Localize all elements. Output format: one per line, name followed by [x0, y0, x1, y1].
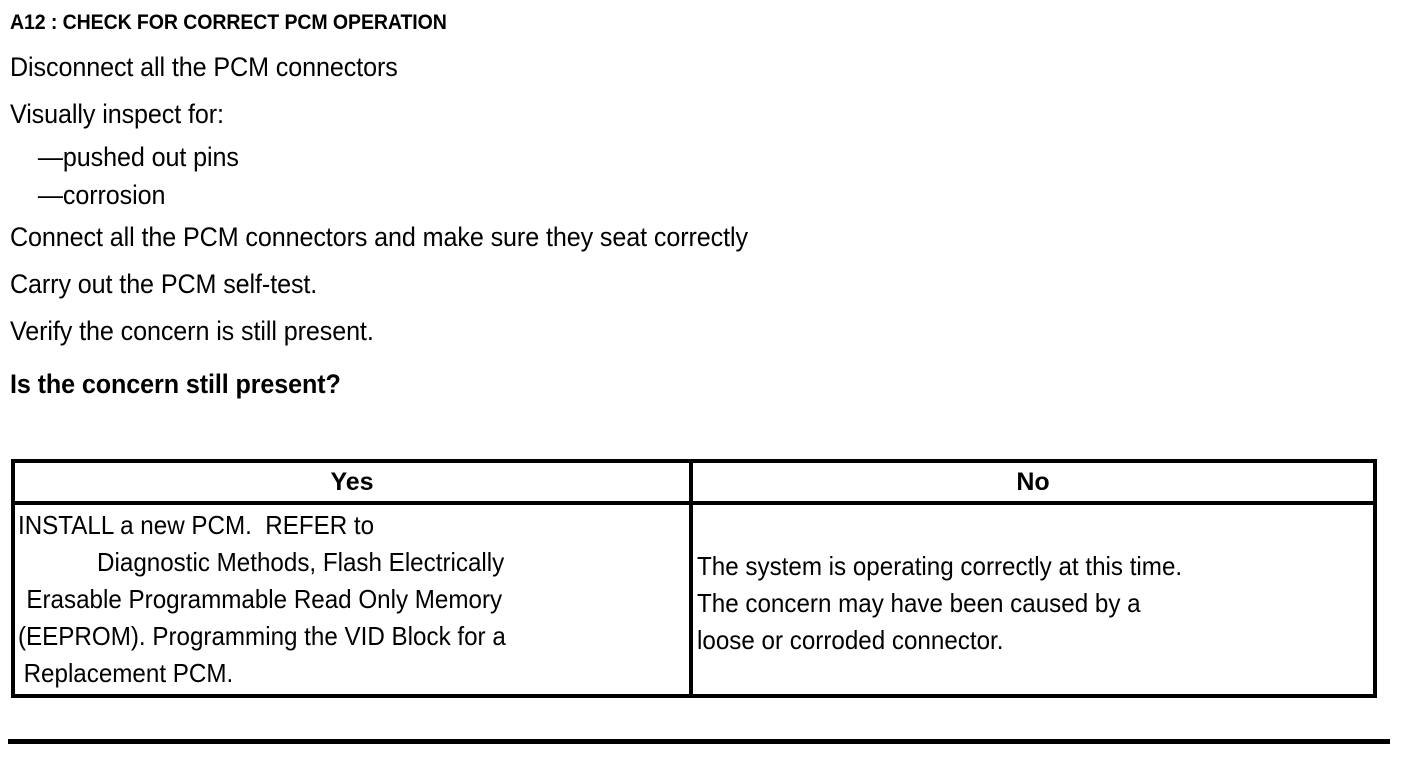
yes-cell-line-4: (EEPROM). Programming the VID Block for … — [18, 621, 506, 651]
instruction-line-4: Carry out the PCM self-test. — [10, 269, 318, 299]
table-header-row: Yes No — [15, 463, 1373, 505]
decision-question: Is the concern still present? — [10, 369, 341, 399]
no-cell-line-3: loose or corroded connector. — [697, 625, 1004, 655]
inspect-item-corrosion: —corrosion — [37, 180, 166, 210]
no-cell-line-2: The concern may have been caused by a — [697, 588, 1141, 618]
table-header-yes: Yes — [15, 463, 693, 501]
instruction-line-2: Visually inspect for: — [10, 99, 224, 129]
procedure-text-block: A12 : CHECK FOR CORRECT PCM OPERATION Di… — [10, 8, 1400, 408]
table-cell-yes: INSTALL a new PCM. REFER to Diagnostic M… — [15, 505, 693, 694]
decision-table: Yes No INSTALL a new PCM. REFER to Diagn… — [11, 459, 1377, 698]
inspect-item-pushed-out-pins: —pushed out pins — [37, 142, 239, 172]
yes-cell-line-3: Erasable Programmable Read Only Memory — [26, 584, 503, 614]
instruction-line-3: Connect all the PCM connectors and make … — [10, 222, 748, 252]
no-cell-line-1: The system is operating correctly at thi… — [697, 551, 1183, 581]
footer-divider-rule — [8, 739, 1390, 744]
instruction-line-5: Verify the concern is still present. — [10, 316, 374, 346]
page-title: A12 : CHECK FOR CORRECT PCM OPERATION — [10, 11, 447, 34]
yes-cell-line-2: Diagnostic Methods, Flash Electrically — [97, 547, 505, 577]
yes-cell-line-5: Replacement PCM. — [23, 658, 234, 688]
table-row: INSTALL a new PCM. REFER to Diagnostic M… — [15, 505, 1373, 694]
table-header-no: No — [1016, 468, 1050, 496]
yes-cell-line-1: INSTALL a new PCM. REFER to — [18, 510, 375, 540]
instruction-line-1: Disconnect all the PCM connectors — [10, 52, 398, 82]
table-cell-no: The system is operating correctly at thi… — [693, 505, 1373, 694]
